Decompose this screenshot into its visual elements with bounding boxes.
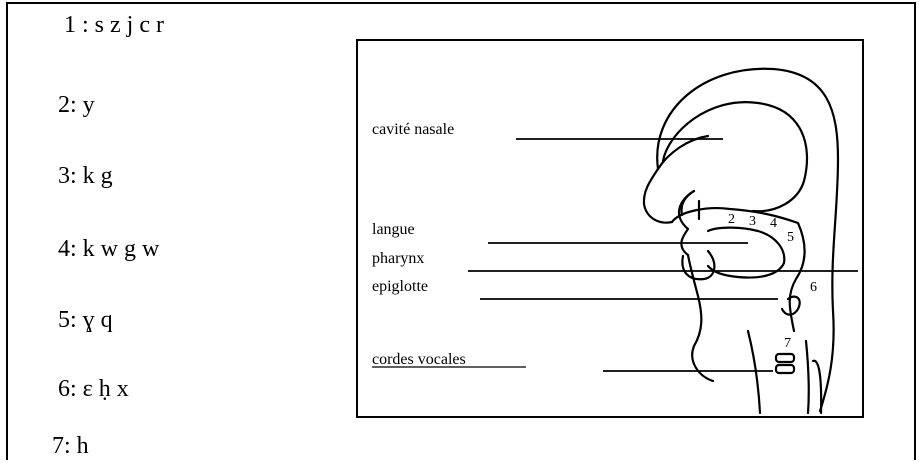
nose-outline — [644, 169, 672, 223]
label-nasal-cavity: cavité nasale — [372, 121, 454, 138]
vocal-tract-diagram: cavité nasale langue pharynx epiglotte c… — [356, 39, 864, 418]
point-4: 4 — [770, 216, 777, 231]
list-item-4: 4: k w g w — [58, 236, 159, 263]
list-item-1: 1 : s z j c r — [64, 12, 164, 39]
tongue-outline — [708, 228, 784, 278]
point-5: 5 — [787, 230, 794, 245]
list-item-5: 5: ɣ q — [58, 307, 113, 334]
label-tongue: langue — [372, 221, 415, 238]
list-item-3: 3: k g — [58, 163, 113, 190]
head-outline — [657, 69, 838, 411]
vocal-cord-upper — [776, 354, 794, 362]
label-pharynx: pharynx — [372, 250, 424, 267]
point-3: 3 — [749, 214, 756, 229]
list-item-6: 6: ε ḥ x — [58, 376, 129, 403]
point-2: 2 — [728, 212, 735, 227]
list-item-2: 2: y — [58, 92, 95, 119]
list-item-7: 7: h — [52, 433, 89, 460]
trachea-tube — [813, 361, 821, 413]
vocal-cord-lower — [776, 365, 794, 373]
palate-line — [672, 208, 798, 223]
trachea-front — [748, 331, 760, 413]
point-7: 7 — [784, 336, 791, 351]
lips-outline — [679, 191, 694, 255]
point-6: 6 — [810, 280, 817, 295]
nasal-cavity-outline — [663, 102, 807, 211]
trachea-back — [806, 341, 809, 413]
label-vocal-cords: cordes vocales — [372, 351, 466, 368]
vocal-tract-drawing: cavité nasale langue pharynx epiglotte c… — [358, 41, 862, 416]
label-epiglottis: epiglotte — [372, 278, 428, 295]
chin-outline — [688, 255, 713, 381]
